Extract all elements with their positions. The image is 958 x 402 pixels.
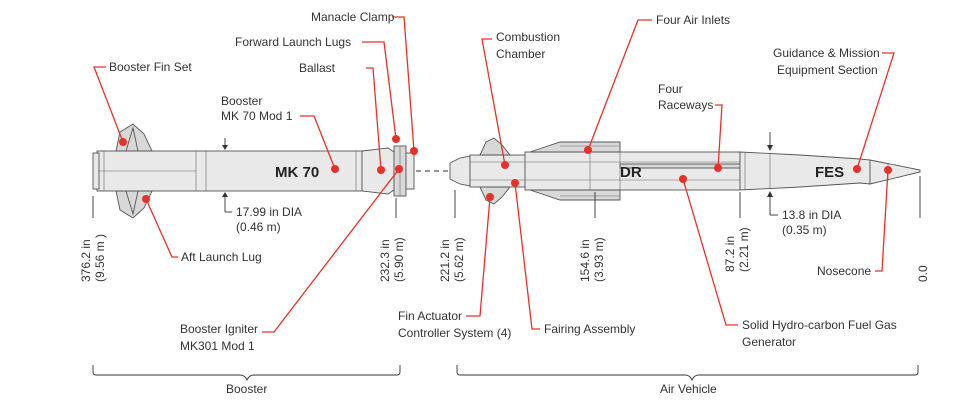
booster-diameter-in: 17.99 in DIA — [236, 205, 302, 219]
combustion-chamber-label-line2: Chamber — [496, 47, 545, 61]
booster-bracket — [92, 365, 401, 382]
station-154-in: 154.6 in — [578, 239, 592, 282]
station-87-m: (2.21 m) — [737, 227, 751, 272]
station-87-in: 87.2 in — [723, 236, 737, 272]
solid-fuel-leader — [682, 178, 738, 326]
booster-leader — [300, 115, 336, 170]
booster-fin-set-label: Booster Fin Set — [109, 60, 192, 74]
booster-label-line1: Booster — [221, 94, 262, 108]
fairing-assembly-label: Fairing Assembly — [544, 322, 635, 336]
combustion-chamber-leader — [481, 38, 506, 166]
combustion-chamber-label-line1: Combustion — [496, 30, 560, 44]
booster-diameter-m: (0.46 m) — [236, 220, 281, 234]
air-vehicle-bracket — [456, 365, 919, 382]
guidance-leader — [856, 52, 895, 170]
fes-label: FES — [815, 164, 844, 181]
four-air-inlets-leader — [587, 19, 652, 151]
booster-diameter-indicator — [222, 138, 232, 213]
booster-fin-set — [98, 123, 196, 219]
booster-igniter-label-line1: Booster Igniter — [180, 322, 258, 336]
fairing-assembly-leader — [514, 182, 540, 330]
aft-launch-lug-label: Aft Launch Lug — [181, 250, 262, 264]
mk70-label: MK 70 — [275, 164, 319, 181]
manacle-clamp-label: Manacle Clamp — [311, 10, 395, 24]
booster-label-line2: MK 70 Mod 1 — [221, 109, 293, 123]
four-air-inlets-label: Four Air Inlets — [656, 13, 730, 27]
air-vehicle-bracket-label: Air Vehicle — [660, 382, 717, 396]
station-376-m: (9.56 m ) — [93, 234, 107, 282]
fin-actuator-label-line2: Controller System (4) — [398, 326, 511, 340]
nosecone-leader — [875, 169, 889, 272]
solid-fuel-label-line2: Generator — [742, 335, 796, 349]
air-vehicle-body — [449, 141, 921, 201]
fin-actuator-label-line1: Fin Actuator — [398, 309, 462, 323]
nosecone-label: Nosecone — [817, 264, 871, 278]
station-154-m: (3.93 m) — [592, 237, 606, 282]
manacle-clamp-leader — [392, 16, 415, 152]
air-vehicle-diameter-m: (0.35 m) — [782, 223, 827, 237]
ballast-label: Ballast — [299, 61, 336, 75]
station-376-in: 376.2 in — [79, 239, 93, 282]
four-raceways-label-line1: Four — [658, 82, 683, 96]
solid-fuel-label-line1: Solid Hydro-carbon Fuel Gas — [742, 318, 897, 332]
fin-actuator-leader — [466, 196, 491, 317]
station-221-in: 221.2 in — [438, 239, 452, 282]
forward-launch-lugs-leader — [362, 41, 397, 140]
aft-launch-lug-leader — [145, 198, 178, 258]
forward-launch-lugs-label: Forward Launch Lugs — [235, 35, 351, 49]
four-raceways-label-line2: Raceways — [658, 98, 713, 112]
booster-igniter-leader — [262, 168, 400, 333]
station-221-m: (5.62 m) — [452, 237, 466, 282]
station-0: 0.0 — [916, 265, 930, 282]
four-raceways-leader — [715, 104, 723, 169]
air-vehicle-diameter-in: 13.8 in DIA — [782, 208, 841, 222]
station-232-in: 232.3 in — [378, 239, 392, 282]
station-ticks — [92, 176, 921, 218]
guidance-label-line1: Guidance & Mission — [773, 46, 880, 60]
booster-bracket-label: Booster — [226, 382, 267, 396]
ballast-leader — [366, 67, 382, 171]
dr-label: DR — [620, 164, 642, 181]
booster-igniter-label-line2: MK301 Mod 1 — [180, 339, 255, 353]
air-vehicle-diameter-indicator — [767, 132, 778, 216]
booster-fin-set-leader — [93, 66, 124, 143]
station-232-m: (5.90 m) — [392, 237, 406, 282]
guidance-label-line2: Equipment Section — [777, 63, 878, 77]
